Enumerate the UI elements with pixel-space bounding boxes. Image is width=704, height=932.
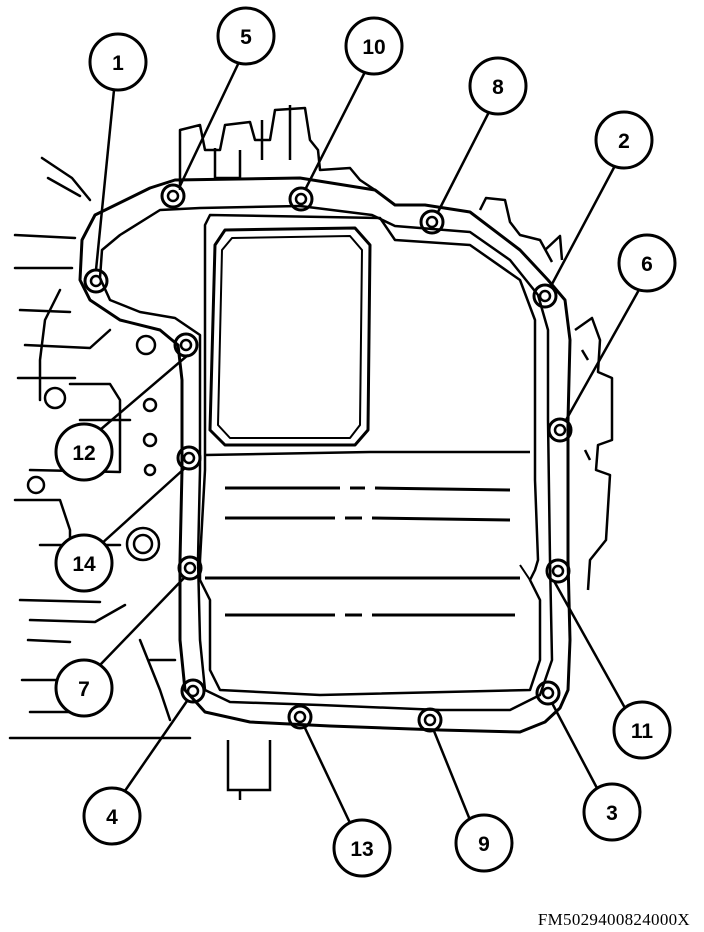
callout-4: 4: [82, 786, 142, 846]
callout-label: 5: [240, 26, 252, 49]
callout-label: 4: [106, 806, 118, 829]
bolt-7: [177, 555, 203, 581]
callout-leaders: [94, 59, 642, 824]
bolt-8: [419, 209, 445, 235]
callout-7: 7: [54, 658, 114, 718]
callout-label: 14: [72, 553, 96, 576]
bolt-4: [180, 678, 206, 704]
callout-1: 1: [88, 32, 148, 92]
callout-13: 13: [332, 818, 392, 878]
callout-label: 7: [78, 678, 90, 701]
bolt-9: [417, 707, 443, 733]
figure-id-label: FM5029400824000X: [537, 910, 690, 929]
right-bracket: [574, 316, 614, 591]
callout-label: 13: [350, 838, 373, 861]
callout-8: 8: [468, 56, 528, 116]
bolt-3: [535, 680, 561, 706]
bolt-6: [547, 417, 573, 443]
callouts: 1 5 10 8 2 6 12 14: [54, 6, 677, 878]
pan-recess: [208, 226, 372, 447]
callout-2: 2: [594, 110, 654, 170]
drain-fitting: [226, 740, 272, 800]
bolt-11: [545, 558, 571, 584]
bolt-1: [83, 268, 109, 294]
callout-3: 3: [582, 782, 642, 842]
bolt-14: [176, 445, 202, 471]
callout-6: 6: [617, 233, 677, 293]
callout-label: 8: [492, 76, 504, 99]
callout-label: 11: [631, 720, 654, 743]
callout-label: 9: [478, 833, 490, 856]
callout-label: 2: [618, 130, 630, 153]
callout-11: 11: [612, 700, 672, 760]
pan-bolts: [83, 183, 573, 733]
callout-label: 1: [112, 52, 124, 75]
callout-9: 9: [454, 813, 514, 873]
callout-label: 12: [72, 442, 95, 465]
callout-label: 6: [641, 253, 653, 276]
pan-body: [198, 213, 542, 697]
callout-5: 5: [216, 6, 276, 66]
callout-label: 10: [362, 36, 385, 59]
callout-14: 14: [54, 533, 114, 593]
case-bosses: [26, 334, 161, 562]
callout-12: 12: [54, 422, 114, 482]
bolt-5: [160, 183, 186, 209]
callout-label: 3: [606, 802, 618, 825]
oil-pan: [78, 176, 572, 734]
pan-step: [204, 450, 530, 457]
pan-flange-outer: [78, 176, 572, 734]
bolt-10: [288, 186, 314, 212]
pan-flange-inner: [98, 204, 554, 712]
bolt-2: [532, 283, 558, 309]
callout-10: 10: [344, 16, 404, 76]
bolt-13: [287, 704, 313, 730]
